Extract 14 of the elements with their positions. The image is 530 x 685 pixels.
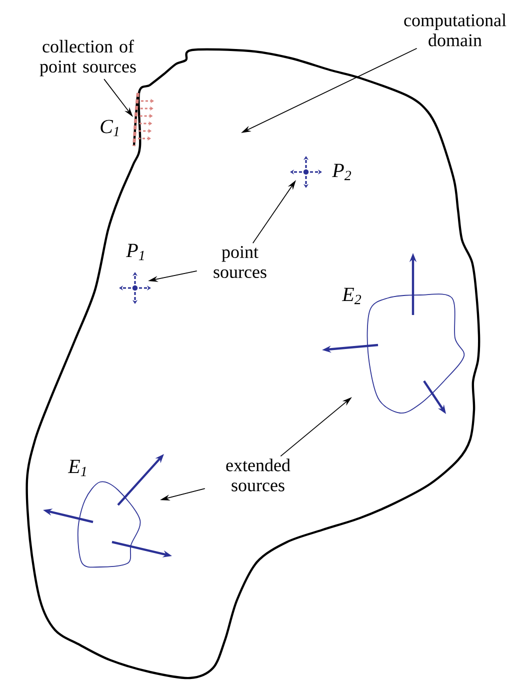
annotation-text: point sources [214,246,266,278]
source-label: E$_{2}$ [342,288,362,304]
annotation-text: computational domain [404,14,506,46]
source-label: P$_{1}$ [126,244,144,260]
source-region-outline [77,481,141,568]
point-source-icon [119,272,151,304]
source-region-outline [366,294,465,414]
point-source-strip [132,92,154,146]
source-label: P$_{2}$ [332,164,352,180]
annotation-text: extended sources [226,458,290,492]
annotation-text: collection of point sources [40,40,136,76]
source-label: E$_{1}$ [68,460,86,476]
point-source-icon [290,156,322,188]
source-label: C$_{1}$ [100,120,118,136]
